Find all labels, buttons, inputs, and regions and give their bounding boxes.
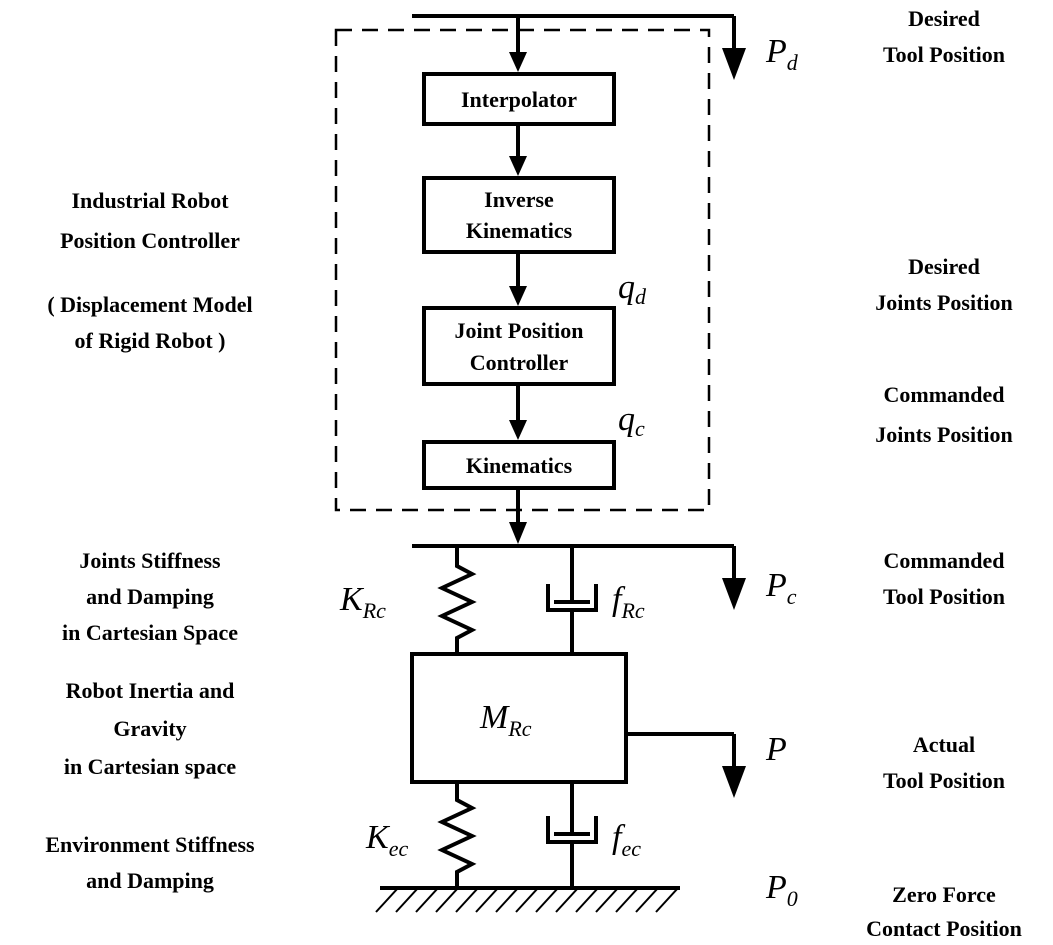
right-label-zero-force: Zero Force Contact Position — [866, 882, 1022, 941]
mass-block — [410, 652, 628, 784]
svg-text:Contact Position: Contact Position — [866, 916, 1022, 941]
ground-hatch-line — [395, 887, 419, 913]
svg-text:( Displacement Model: ( Displacement Model — [47, 292, 252, 317]
left-label-inertia: Robot Inertia and Gravity in Cartesian s… — [64, 678, 237, 779]
pc-arrow — [722, 578, 746, 610]
arrow-to-kinematics — [509, 420, 527, 440]
ground-hatch — [375, 887, 679, 913]
controller-boundary — [334, 28, 711, 512]
svg-text:Zero Force: Zero Force — [892, 882, 996, 907]
svg-text:Environment Stiffness: Environment Stiffness — [45, 832, 255, 857]
right-label-desired-joints: Desired Joints Position — [875, 254, 1013, 315]
right-label-commanded-joints: Commanded Joints Position — [875, 382, 1013, 447]
svg-text:Desired: Desired — [908, 254, 980, 279]
arrow-to-joint-controller — [509, 286, 527, 306]
left-label-environment: Environment Stiffness and Damping — [45, 832, 255, 893]
ground-hatch-line — [595, 887, 619, 913]
ground-hatch-line — [455, 887, 479, 913]
right-label-desired-tool: Desired Tool Position — [883, 6, 1005, 67]
ground-hatch-line — [575, 887, 599, 913]
spring-kec — [437, 782, 477, 888]
svg-text:Tool Position: Tool Position — [883, 42, 1005, 67]
ground-hatch-line — [415, 887, 439, 913]
left-label-joint-stiffness: Joints Stiffness and Damping in Cartesia… — [62, 548, 238, 645]
kinematics-label: Kinematics — [466, 453, 573, 478]
spring-krc — [437, 546, 477, 654]
svg-text:Commanded: Commanded — [883, 382, 1004, 407]
svg-text:Tool Position: Tool Position — [883, 768, 1005, 793]
ground-hatch-line — [515, 887, 539, 913]
svg-text:Commanded: Commanded — [883, 548, 1004, 573]
p-symbol: P — [765, 731, 787, 768]
joint-controller-label-1: Joint Position — [455, 318, 584, 343]
ground-hatch-line — [535, 887, 559, 913]
left-label-displacement: ( Displacement Model of Rigid Robot ) — [47, 292, 252, 353]
ground-hatch-line — [615, 887, 639, 913]
arrow-to-inverse-kinematics — [509, 156, 527, 176]
svg-text:and Damping: and Damping — [86, 584, 214, 609]
qc-symbol: qc — [618, 401, 645, 441]
arrow-to-commanded-bar — [509, 522, 527, 544]
ground-hatch-line — [435, 887, 459, 913]
svg-text:Joints Position: Joints Position — [875, 290, 1013, 315]
svg-text:Position Controller: Position Controller — [60, 228, 240, 253]
damper-fec — [546, 782, 598, 888]
ground-hatch-line — [635, 887, 659, 913]
ground-hatch-line — [475, 887, 499, 913]
pc-symbol: Pc — [765, 567, 797, 609]
inverse-kinematics-label-2: Kinematics — [466, 218, 573, 243]
qd-symbol: qd — [618, 269, 647, 309]
svg-text:in Cartesian Space: in Cartesian Space — [62, 620, 238, 645]
krc-symbol: KRc — [339, 581, 386, 623]
svg-text:Industrial Robot: Industrial Robot — [71, 188, 229, 213]
svg-text:Robot Inertia and: Robot Inertia and — [66, 678, 235, 703]
svg-text:of Rigid Robot ): of Rigid Robot ) — [75, 328, 226, 353]
p0-symbol: P0 — [765, 869, 798, 911]
right-label-commanded-tool: Commanded Tool Position — [883, 548, 1005, 609]
interpolator-label: Interpolator — [461, 87, 577, 112]
ground-hatch-line — [495, 887, 519, 913]
svg-text:Joints Stiffness: Joints Stiffness — [79, 548, 221, 573]
svg-text:in Cartesian space: in Cartesian space — [64, 754, 237, 779]
svg-text:and Damping: and Damping — [86, 868, 214, 893]
joint-controller-label-2: Controller — [470, 350, 569, 375]
svg-text:Actual: Actual — [913, 732, 975, 757]
left-label-controller: Industrial Robot Position Controller — [60, 188, 240, 253]
pd-arrow — [722, 48, 746, 80]
right-label-actual-tool: Actual Tool Position — [883, 732, 1005, 793]
ground-hatch-line — [555, 887, 579, 913]
kec-symbol: Kec — [365, 819, 408, 861]
svg-text:Tool Position: Tool Position — [883, 584, 1005, 609]
mrc-symbol: MRc — [479, 699, 532, 741]
inverse-kinematics-label-1: Inverse — [484, 187, 554, 212]
svg-text:Gravity: Gravity — [113, 716, 186, 741]
pd-symbol: Pd — [765, 33, 799, 75]
ground-hatch-line — [375, 887, 399, 913]
svg-text:Joints Position: Joints Position — [875, 422, 1013, 447]
frc-symbol: fRc — [612, 581, 645, 623]
damper-frc — [546, 546, 598, 654]
svg-text:Desired: Desired — [908, 6, 980, 31]
arrow-to-interpolator — [509, 52, 527, 72]
fec-symbol: fec — [612, 819, 641, 861]
p-arrow — [722, 766, 746, 798]
ground-hatch-line — [655, 887, 679, 913]
